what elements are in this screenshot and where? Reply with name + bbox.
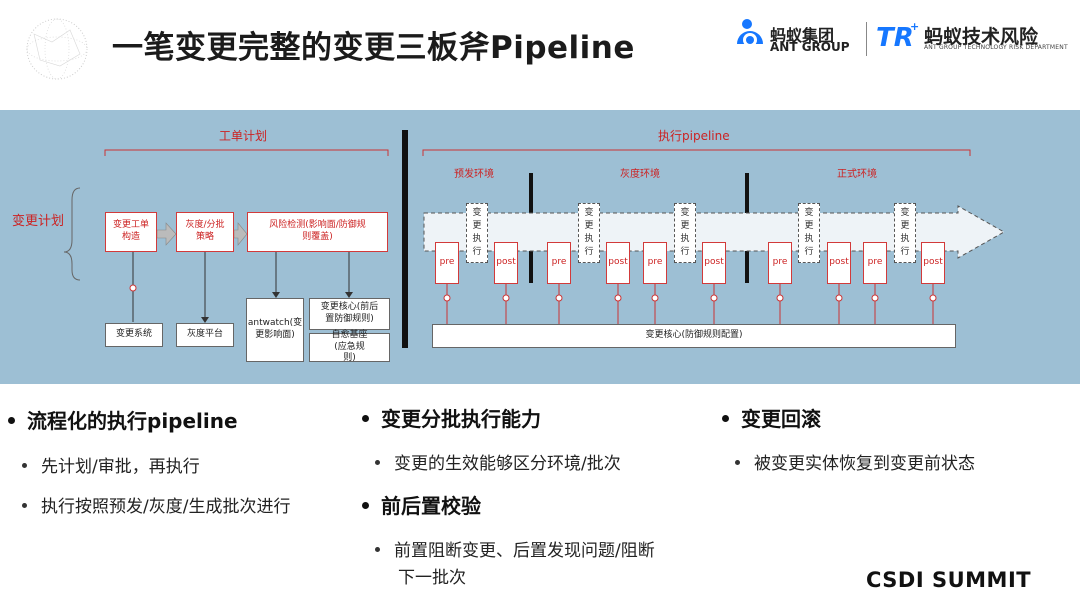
post-check-box: post	[494, 242, 518, 284]
pre-check-box: pre	[547, 242, 571, 284]
exec-step-prod-1: 变更执行	[798, 203, 820, 263]
bullet-heading-prepost: 前后置校验	[362, 490, 481, 519]
bullet-heading-prepost-text: 前后置校验	[381, 494, 481, 518]
env-gray-label: 灰度环境	[620, 169, 660, 180]
exec-step-prod-2: 变更执行	[894, 203, 916, 263]
bullet-sub-batch-text: 变更的生效能够区分环境/批次	[394, 454, 621, 474]
bullet-heading-pipeline: 流程化的执行pipeline	[8, 405, 238, 434]
work-order-plan-title: 工单计划	[219, 129, 268, 143]
change-core-defense-bar: 变更核心(防御规则配置)	[432, 324, 956, 348]
bullet-sub-prepost-line2: 下一批次	[398, 568, 466, 588]
brand-divider	[866, 22, 867, 56]
bullet-sub-batch: 变更的生效能够区分环境/批次	[375, 449, 621, 474]
risk-detection-box: 风险检测(影响面/防御规则覆盖)	[247, 212, 388, 252]
bullet-heading-rollback-text: 变更回滚	[741, 407, 821, 431]
pre-check-box: pre	[643, 242, 667, 284]
bullet-sub-prepost: 前置阻断变更、后置发现问题/阻断	[375, 536, 655, 561]
exec-step-gray-1: 变更执行	[578, 203, 600, 263]
page-title: 一笔变更完整的变更三板斧Pipeline	[112, 30, 635, 66]
gray-batch-strategy-box: 灰度/分批策略	[176, 212, 234, 252]
bullet-heading-pipeline-text: 流程化的执行pipeline	[27, 409, 238, 433]
ant-group-name-cn: 蚂蚁集团	[770, 26, 835, 45]
tr-brand-name-en: ANT GROUP TECHNOLOGY RISK DEPARTMENT	[924, 44, 1068, 51]
tr-logo-icon: TR +	[876, 20, 919, 52]
globe-icon	[26, 18, 88, 80]
bullet-sub-exec-order-text: 执行按照预发/灰度/生成批次进行	[41, 497, 291, 517]
change-core-rules-box: 变更核心(前后置防御规则)	[309, 298, 390, 330]
pre-check-box: pre	[768, 242, 792, 284]
tr-logo-text: TR	[876, 23, 914, 52]
post-check-box: post	[702, 242, 726, 284]
bullet-heading-rollback: 变更回滚	[722, 403, 821, 432]
pre-check-box: pre	[863, 242, 887, 284]
bullet-sub-plan-first: 先计划/审批，再执行	[22, 452, 200, 477]
pre-check-box: pre	[435, 242, 459, 284]
post-check-box: post	[606, 242, 630, 284]
change-plan-label: 变更计划	[12, 214, 65, 229]
tr-brand-name-cn: 蚂蚁技术风险	[924, 26, 1039, 48]
env-prod-label: 正式环境	[837, 169, 877, 180]
svg-text:+: +	[910, 20, 919, 33]
post-check-box: post	[827, 242, 851, 284]
exec-step-gray-2: 变更执行	[674, 203, 696, 263]
change-system-box: 变更系统	[105, 323, 163, 347]
pipeline-title: 执行pipeline	[658, 129, 730, 143]
bullet-heading-batch-text: 变更分批执行能力	[381, 407, 541, 431]
post-check-box: post	[921, 242, 945, 284]
ant-group-name-en: ANT GROUP	[770, 40, 850, 54]
bullet-sub-prepost-text: 前置阻断变更、后置发现问题/阻断	[394, 541, 655, 561]
csdi-summit-logo: CSDI SUMMIT	[866, 568, 1032, 592]
bullet-sub-rollback: 被变更实体恢复到变更前状态	[735, 449, 975, 474]
exec-step-pre: 变更执行	[466, 203, 488, 263]
bullet-sub-exec-order: 执行按照预发/灰度/生成批次进行	[22, 492, 290, 517]
bullet-heading-batch: 变更分批执行能力	[362, 403, 541, 432]
self-heal-base-box: 自愈基座(应急规则)	[309, 330, 390, 363]
antwatch-box: antwatch(变更影响面)	[246, 298, 304, 362]
gray-platform-box: 灰度平台	[176, 323, 234, 347]
change-ticket-box: 变更工单构造	[105, 212, 157, 252]
bullet-sub-plan-first-text: 先计划/审批，再执行	[41, 457, 200, 477]
bullet-sub-rollback-text: 被变更实体恢复到变更前状态	[754, 454, 975, 474]
ant-group-logo-icon	[737, 19, 763, 47]
env-pre-label: 预发环境	[454, 169, 494, 180]
